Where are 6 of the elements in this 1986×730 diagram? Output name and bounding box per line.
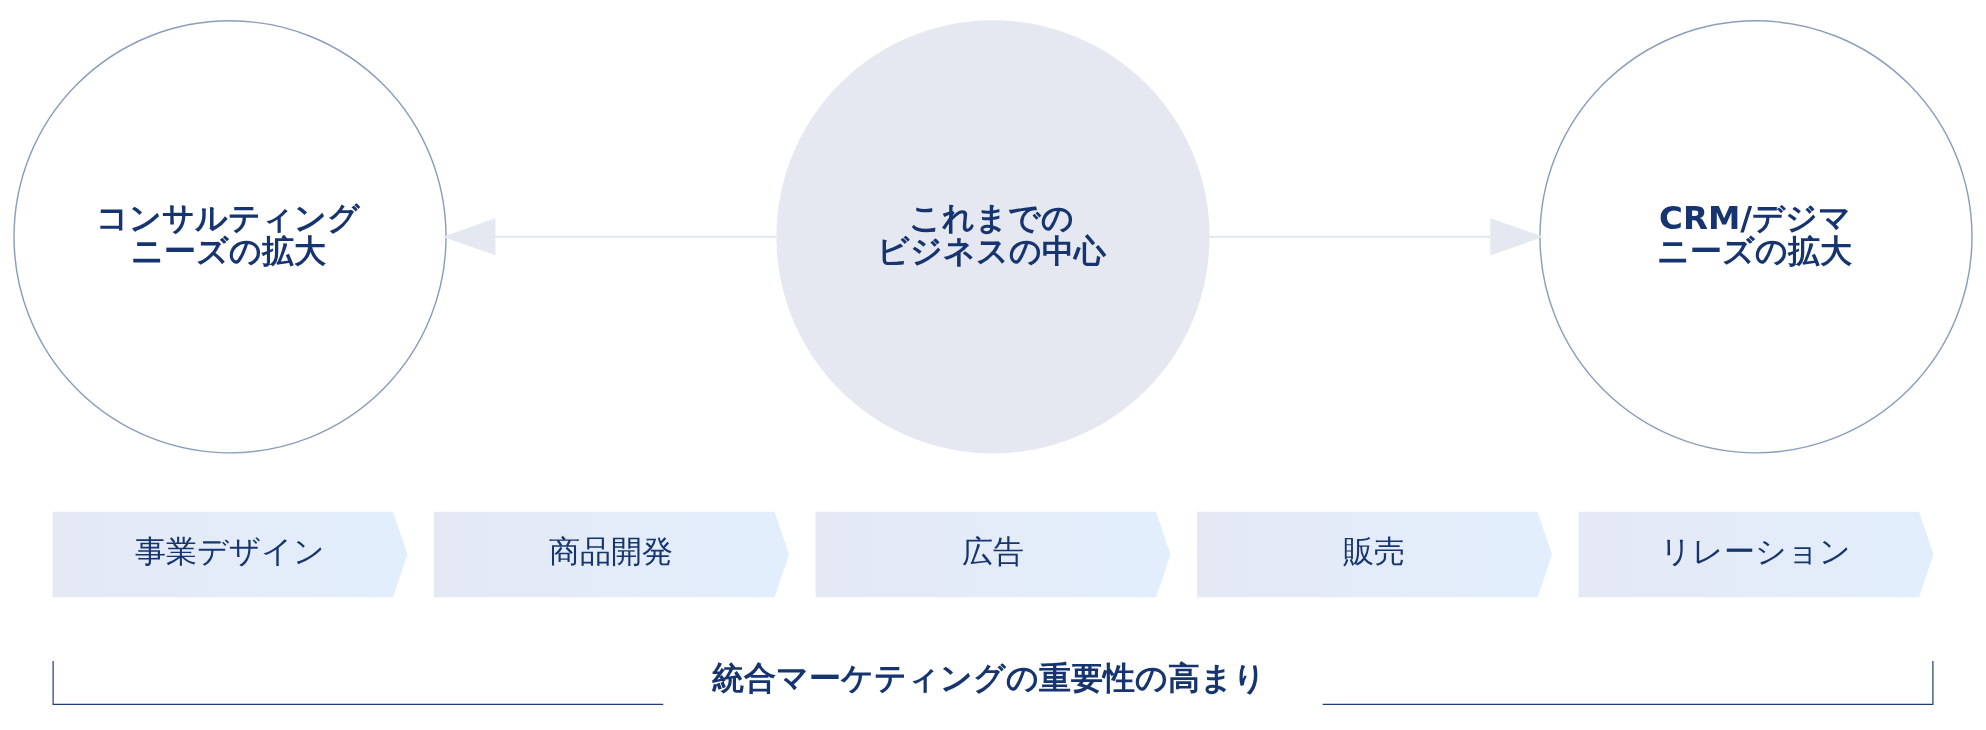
arrow <box>1209 218 1544 256</box>
label: 統合マーケティングの重要性の高まり <box>711 659 1266 698</box>
node-circle: これまでのビジネスの中心 <box>776 20 1210 454</box>
node-circle: CRM/デジマニーズの拡大 <box>1539 20 1973 454</box>
node-circle: コンサルティングニーズの拡大 <box>13 20 447 454</box>
arrow <box>442 218 777 256</box>
